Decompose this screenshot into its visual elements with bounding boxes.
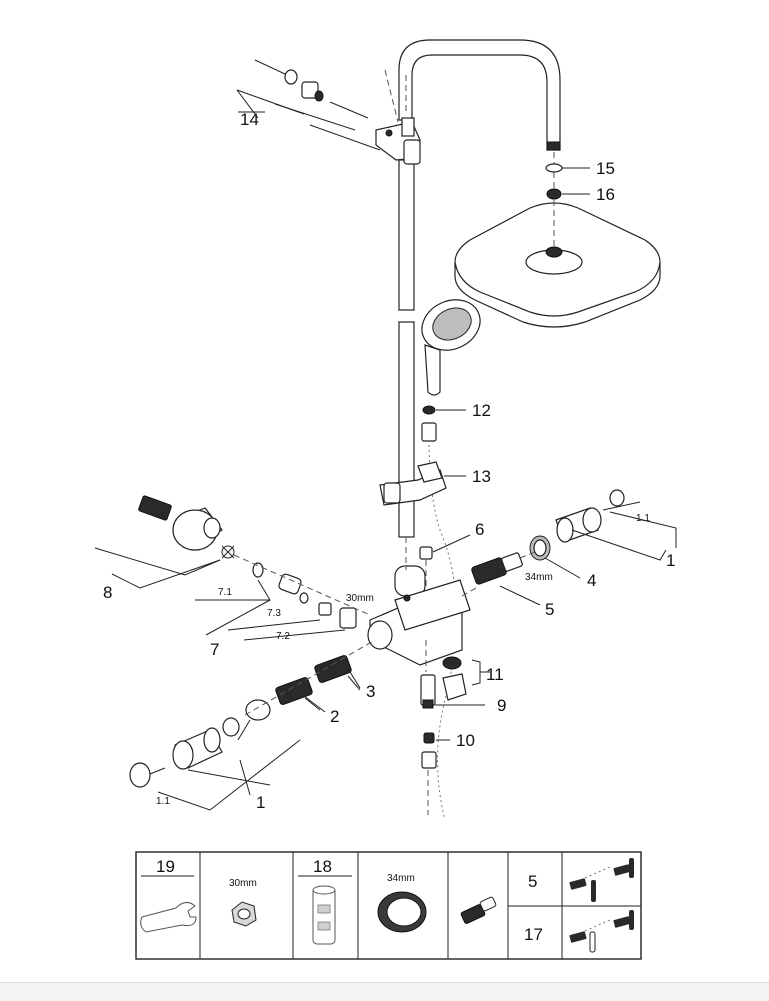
callout-11: 11	[486, 665, 504, 684]
callout-2: 2	[330, 707, 339, 726]
callout-4-size: 34mm	[525, 572, 553, 583]
part-3	[314, 655, 352, 683]
callout-9: 9	[497, 696, 506, 715]
wrench-icon	[140, 902, 197, 933]
viewer-bottom-bar	[0, 982, 769, 1001]
riser-pipe-lower	[398, 321, 415, 538]
callout-labels: 14 15 16 12 13 6 1.1 1 34mm 4 5 8 7.1 30…	[103, 110, 675, 812]
callout-8: 8	[103, 583, 112, 602]
cartridge-icon	[460, 896, 497, 924]
filter-16	[546, 188, 562, 200]
fixing-set-14	[236, 59, 399, 151]
shower-arm	[398, 39, 561, 151]
hand-shower	[421, 299, 481, 821]
callout-4: 4	[587, 571, 596, 590]
part-7	[278, 573, 302, 595]
callout-10: 10	[456, 731, 475, 750]
callout-7-1: 7.1	[218, 587, 232, 598]
part-7-3	[299, 592, 309, 604]
callout-14: 14	[240, 110, 259, 129]
part-10	[423, 732, 435, 744]
sleeve-icon	[312, 885, 336, 945]
part-2-cap	[245, 699, 271, 721]
table-34mm: 34mm	[387, 873, 415, 884]
callout-1-1-right: 1.1	[636, 513, 650, 524]
part-7-2	[318, 602, 332, 616]
part-7-1	[252, 562, 264, 578]
nut-icon	[231, 901, 257, 927]
lower-left-parts	[129, 639, 376, 811]
nut-30mm	[339, 607, 357, 629]
top-wall-bracket	[375, 117, 421, 165]
table-19: 19	[156, 857, 175, 876]
kit-17-icon	[569, 910, 634, 953]
callout-7-3: 7.3	[267, 608, 281, 619]
riser-pipe-upper	[398, 159, 415, 311]
outlet-parts	[420, 640, 481, 815]
callout-5: 5	[545, 600, 554, 619]
callout-12: 12	[472, 401, 491, 420]
part-2	[275, 677, 313, 705]
part-11-top	[442, 656, 462, 670]
table-17: 17	[524, 925, 543, 944]
right-handle-parts	[461, 489, 677, 597]
table-5: 5	[528, 872, 537, 891]
kit-5-icon	[569, 858, 634, 902]
callout-1-left: 1	[256, 793, 265, 812]
arm-outlet	[546, 141, 561, 151]
callout-1-right: 1	[666, 551, 675, 570]
table-30mm: 30mm	[229, 878, 257, 889]
part-11-bottom	[442, 673, 467, 701]
callout-13: 13	[472, 467, 491, 486]
slider-13	[379, 461, 447, 506]
ring-icon	[377, 891, 427, 933]
thermostat-body	[367, 537, 471, 666]
washer-12	[422, 405, 436, 415]
accessory-table: 19 18 5 17 30mm 34mm	[135, 851, 642, 960]
leader-lines	[238, 111, 590, 741]
head-shower	[454, 163, 661, 328]
washer-15	[545, 163, 563, 173]
left-handle-parts	[94, 495, 371, 641]
callout-7: 7	[210, 640, 219, 659]
callout-15: 15	[596, 159, 615, 178]
callout-7-size: 30mm	[346, 593, 374, 604]
hose-path	[428, 444, 457, 821]
hose-cone	[421, 422, 437, 442]
table-18: 18	[313, 857, 332, 876]
callout-3: 3	[366, 682, 375, 701]
callout-7-2: 7.2	[276, 631, 290, 642]
part-6	[419, 546, 433, 560]
callout-6: 6	[475, 520, 484, 539]
callout-1-1-left: 1.1	[156, 796, 170, 807]
callout-16: 16	[596, 185, 615, 204]
